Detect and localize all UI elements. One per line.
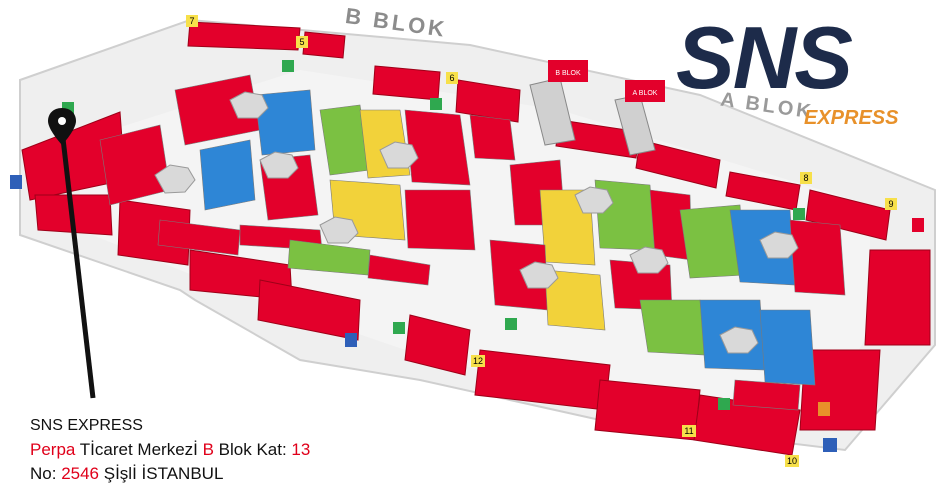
exit-icon: [505, 318, 517, 330]
address-company: SNS EXPRESS: [30, 417, 143, 434]
shop-block-right: [639, 204, 846, 411]
stairs: B BLOK A BLOK: [529, 60, 665, 156]
marker-9: 9: [888, 199, 893, 209]
restroom-icon: [912, 218, 924, 232]
address-district: Şİşlİ İSTANBUL: [99, 464, 224, 483]
number-markers: 5 6 7 8 9 10 11 12: [186, 15, 897, 467]
address-perpa: Perpa: [30, 440, 76, 459]
stair-a-blok-label: A BLOK: [633, 90, 658, 97]
marker-7: 7: [189, 16, 194, 26]
shop-block-left: [99, 74, 323, 256]
stair-b-blok-label: B BLOK: [555, 70, 581, 77]
exit-icon: [393, 322, 405, 334]
address-floor: 13: [291, 440, 311, 459]
location-pin: [48, 108, 96, 399]
marker-8: 8: [803, 173, 808, 183]
marker-10: 10: [787, 456, 797, 466]
address-ticaret: Tİcaret Merkezİ: [75, 440, 203, 459]
restroom-icon: [818, 402, 830, 416]
sns-express-logo: SNS EXPRESS: [676, 14, 926, 134]
address-block: SNS EXPRESS Perpa Tİcaret Merkezİ B Blok…: [30, 414, 310, 486]
perimeter-shops-top: [187, 21, 891, 241]
exit-icon: [282, 60, 294, 72]
logo-sub: EXPRESS: [804, 107, 899, 129]
perimeter-shops-left: [21, 111, 611, 411]
address-block-letter: B: [202, 440, 214, 459]
address-no-label: No:: [30, 464, 62, 483]
restroom-icon: [823, 438, 837, 452]
service-areas: [154, 91, 799, 354]
exit-icon: [793, 208, 805, 220]
stair-a-blok-sign: [625, 80, 665, 102]
exit-icon: [718, 398, 730, 410]
address-blok-kat: Blok Kat:: [213, 440, 292, 459]
exit-icon: [430, 98, 442, 110]
address-line-3: No: 2546 Şİşlİ İSTANBUL: [30, 462, 310, 486]
shop-block-middle: [287, 104, 516, 286]
stair-b-blok-sign: [548, 60, 588, 82]
marker-12: 12: [473, 356, 483, 366]
elevator-icon: [10, 175, 22, 189]
address-line-2: Perpa Tİcaret Merkezİ B Blok Kat: 13: [30, 438, 310, 462]
address-number: 2546: [61, 464, 100, 483]
marker-11: 11: [684, 426, 693, 436]
marker-6: 6: [449, 73, 454, 83]
logo-brand: SNS: [676, 8, 853, 107]
elevator-icon: [345, 333, 357, 347]
marker-5: 5: [299, 37, 304, 47]
